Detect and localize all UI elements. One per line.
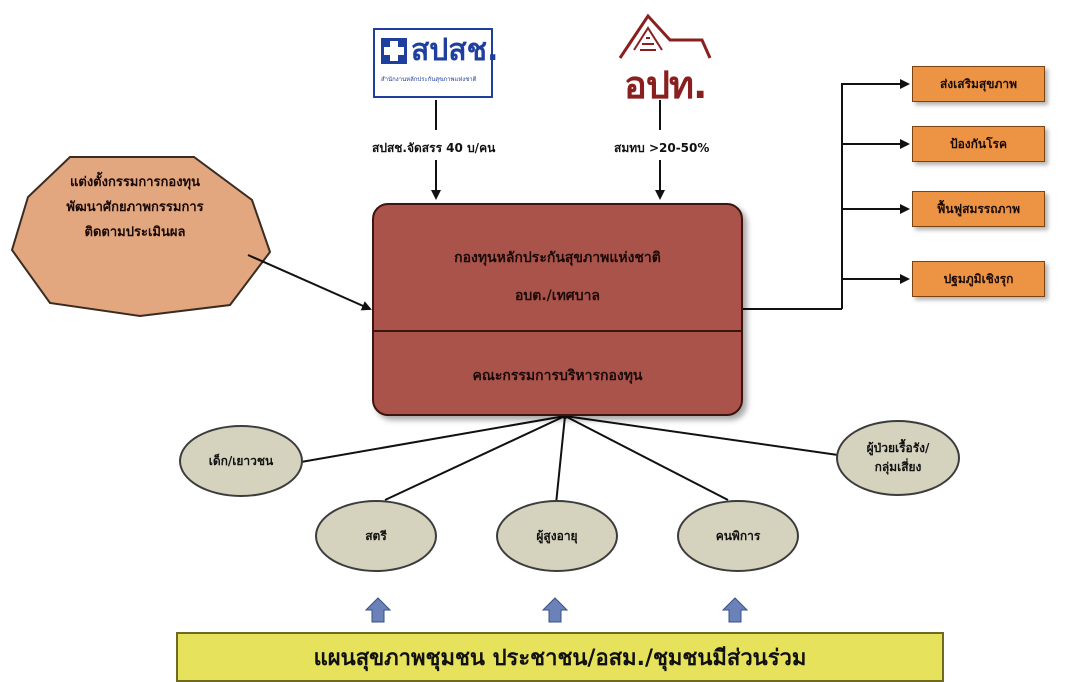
health-fund-box: กองทุนหลักประกันสุขภาพแห่งชาติ อบต./เทศบ…	[372, 203, 743, 416]
output-rehabilitation: ฟื้นฟูสมรรถภาพ	[912, 191, 1045, 227]
obt-brand: อปท.	[624, 63, 707, 107]
fund-committee: คณะกรรมการบริหารกองทุน	[472, 368, 643, 384]
group-disabled: คนพิการ	[677, 500, 799, 572]
nhso-brand: สปสช.	[411, 33, 499, 68]
obt-logo: อปท.	[610, 10, 720, 107]
group-chronic-risk: ผู้ป่วยเรื้อรัง/ กลุ่มเสี่ยง	[836, 420, 960, 496]
nhso-allocation-label: สปสช.จัดสรร 40 บ/คน	[372, 141, 496, 155]
youth-line	[300, 415, 566, 463]
fund-subtitle: อบต./เทศบาล	[514, 288, 601, 304]
elderly-line	[555, 415, 566, 505]
fund-divider	[374, 330, 741, 332]
output-proactive-primary-care: ปฐมภูมิเชิงรุก	[912, 261, 1045, 297]
output-disease-prevention: ป้องกันโรค	[912, 126, 1045, 162]
committee-task-evaluate: ติดตามประเมินผล	[84, 225, 186, 240]
up-arrow-right	[721, 597, 749, 623]
committee-tasks-octagon	[10, 156, 272, 318]
octagon-arrow	[247, 254, 372, 311]
nhso-subtitle: สำนักงานหลักประกันสุขภาพแห่งชาติ	[381, 76, 477, 83]
disabled-line	[564, 415, 729, 501]
fund-title: กองทุนหลักประกันสุขภาพแห่งชาติ	[454, 250, 661, 266]
women-line	[384, 415, 566, 501]
group-elderly: ผู้สูงอายุ	[496, 500, 618, 572]
obt-contribution-label: สมทบ >20-50%	[614, 141, 710, 155]
up-arrow-left	[364, 597, 392, 623]
group-youth: เด็ก/เยาวชน	[179, 425, 303, 497]
nhso-logo: สปสช. สำนักงานหลักประกันสุขภาพแห่งชาติ	[373, 28, 498, 98]
up-arrow-center	[541, 597, 569, 623]
group-chronic-line1: ผู้ป่วยเรื้อรัง/	[866, 441, 930, 455]
medical-cross-icon	[381, 38, 407, 64]
thai-house-icon	[618, 13, 712, 59]
group-chronic-line2: กลุ่มเสี่ยง	[874, 460, 922, 474]
committee-task-develop: พัฒนาศักยภาพกรรมการ	[66, 200, 204, 215]
committee-tasks-text: แต่งตั้งกรรมการกองทุน พัฒนาศักยภาพกรรมกา…	[20, 170, 250, 245]
committee-task-appoint: แต่งตั้งกรรมการกองทุน	[70, 175, 200, 190]
group-women: สตรี	[315, 500, 437, 572]
community-health-plan-bar: แผนสุขภาพชุมชน ประชาชน/อสม./ชุมชนมีส่วนร…	[176, 632, 944, 682]
output-health-promotion: ส่งเสริมสุขภาพ	[912, 66, 1045, 102]
chronic-line	[564, 415, 839, 456]
